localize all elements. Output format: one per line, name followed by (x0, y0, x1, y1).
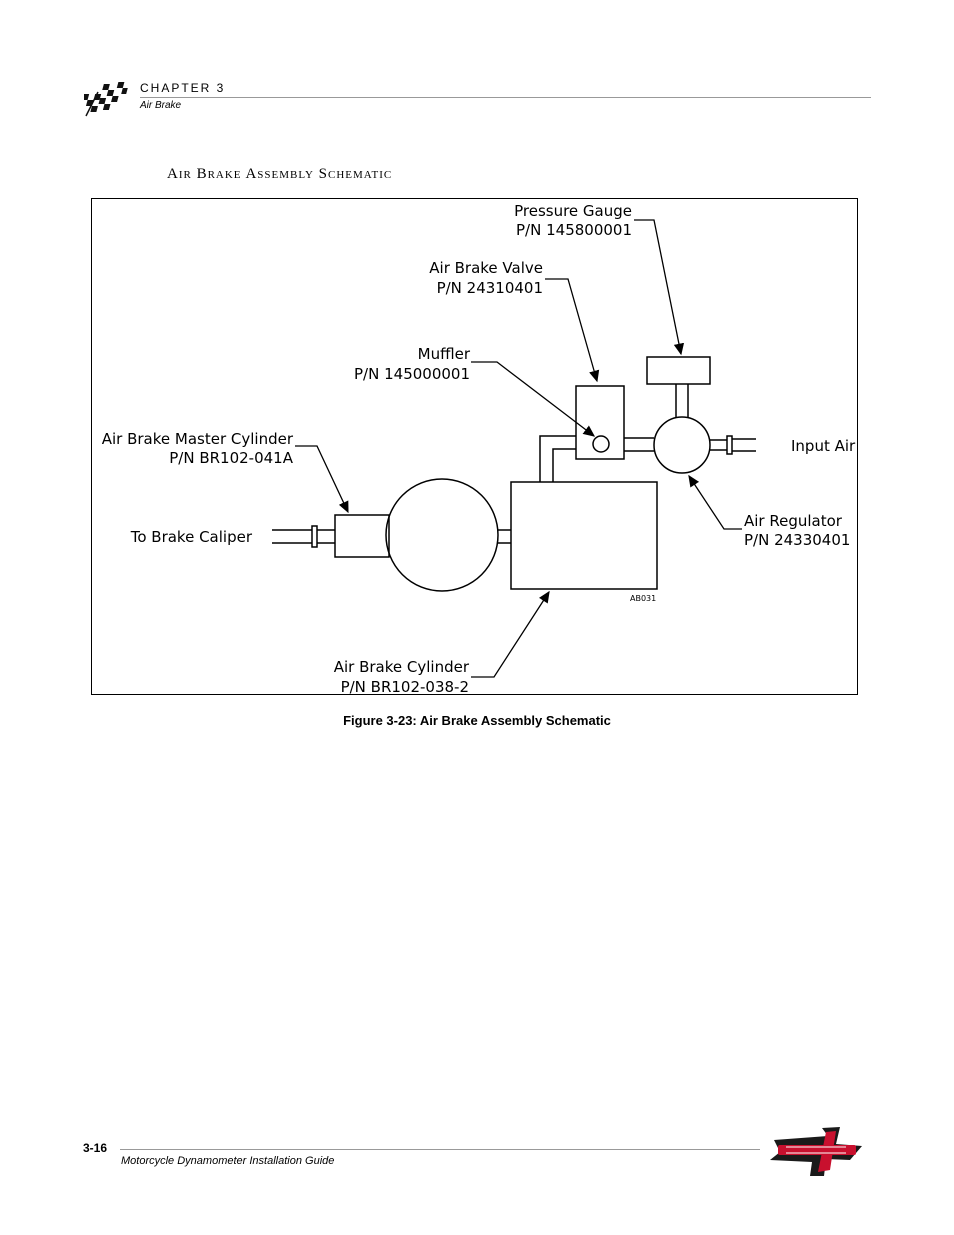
air-brake-cylinder-label: Air Brake Cylinder (334, 658, 470, 676)
dynojet-logo (770, 1127, 862, 1176)
air-brake-cylinder-part-number: P/N BR102-038-2 (341, 678, 469, 695)
section-label: Air Brake (140, 100, 182, 111)
page-number: 3-16 (83, 1141, 108, 1155)
figure-caption: Figure 3-23: Air Brake Assembly Schemati… (343, 713, 611, 728)
chapter-label: CHAPTER 3 (140, 81, 226, 95)
footer-divider (120, 1149, 760, 1150)
to-brake-caliper-label: To Brake Caliper (130, 528, 253, 546)
air-regulator-part-number: P/N 24330401 (744, 531, 850, 549)
checkered-flag-logo (84, 82, 128, 117)
air-brake-valve-part-number: P/N 24310401 (437, 279, 543, 297)
pressure-gauge-part-number: P/N 145800001 (516, 221, 632, 239)
muffler-part-number: P/N 145000001 (354, 365, 470, 383)
muffler-shape (592, 435, 610, 453)
air-regulator-shape (653, 416, 711, 474)
input-air-label: Input Air (791, 437, 856, 455)
guide-title: Motorcycle Dynamometer Installation Guid… (121, 1155, 335, 1167)
header-divider (140, 97, 871, 98)
air-regulator-label: Air Regulator (744, 512, 843, 530)
section-heading: Air Brake Assembly Schematic (167, 166, 393, 182)
air-brake-cylinder-shape (510, 481, 658, 590)
air-brake-schematic: Pressure Gauge P/N 145800001 Air Brake V… (102, 202, 856, 695)
muffler-label: Muffler (418, 345, 471, 363)
pressure-gauge-shape (646, 356, 711, 385)
master-cylinder-part-number: P/N BR102-041A (169, 449, 293, 467)
pressure-gauge-label: Pressure Gauge (514, 202, 632, 220)
figure-frame (91, 198, 858, 695)
drawing-id: AB031 (630, 594, 656, 603)
air-brake-valve-label: Air Brake Valve (429, 259, 543, 277)
master-cylinder-label: Air Brake Master Cylinder (102, 430, 294, 448)
master-cylinder-shape (385, 478, 499, 592)
air-brake-valve-shape (575, 385, 625, 460)
